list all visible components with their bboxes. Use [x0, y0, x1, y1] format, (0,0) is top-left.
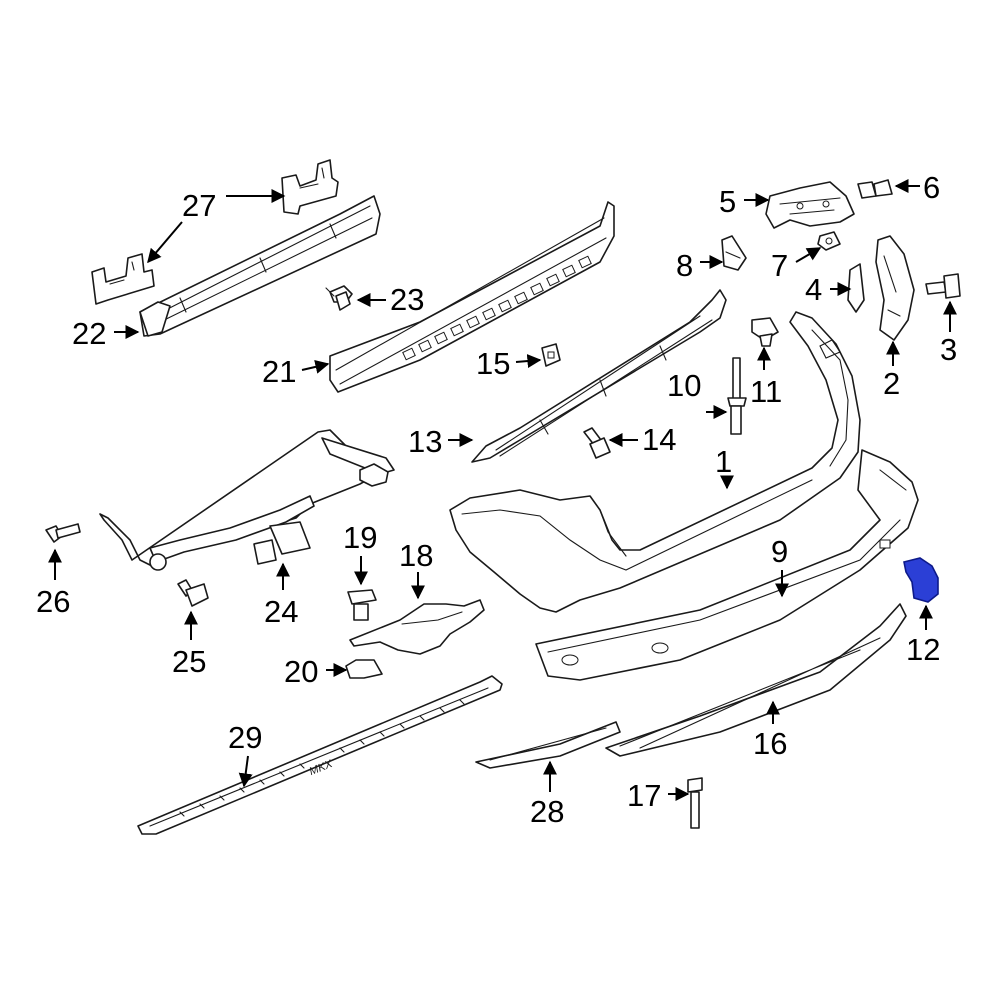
part-11-push-pin[interactable] [751, 317, 779, 347]
part-7-nut[interactable] [817, 231, 841, 251]
part-18-shield[interactable] [349, 599, 485, 655]
part-22-reinforcement-beam[interactable] [139, 195, 381, 337]
part-29-scuff-plate[interactable]: MKX [137, 675, 503, 835]
part-20-bracket[interactable] [345, 659, 383, 679]
leader-7 [795, 247, 822, 263]
callout-7[interactable]: 7 [771, 248, 788, 283]
part-5-bracket[interactable] [765, 181, 855, 229]
part-9-lower-valance[interactable] [535, 449, 919, 681]
callout-15[interactable]: 15 [476, 346, 510, 381]
callout-17[interactable]: 17 [627, 778, 661, 813]
part-19-bolt[interactable] [347, 589, 377, 621]
part-13-bumper-support[interactable] [471, 289, 727, 463]
callout-16[interactable]: 16 [753, 726, 787, 761]
callout-13[interactable]: 13 [408, 424, 442, 459]
part-23-bolt[interactable] [325, 285, 353, 311]
part-1-bumper-cover[interactable] [449, 311, 861, 613]
part-8-clip[interactable] [721, 235, 747, 271]
part-21-energy-absorber[interactable] [329, 201, 615, 393]
callout-18[interactable]: 18 [399, 538, 433, 573]
callout-27[interactable]: 27 [182, 188, 216, 223]
callout-22[interactable]: 22 [72, 316, 106, 351]
part-12-bracket[interactable] [903, 557, 939, 603]
callout-4[interactable]: 4 [805, 272, 822, 307]
callout-2[interactable]: 2 [883, 366, 900, 401]
part-16-diffuser-trim[interactable] [605, 603, 907, 757]
leader-29 [238, 755, 253, 788]
callout-28[interactable]: 28 [530, 794, 564, 829]
part-25-bolt[interactable] [177, 579, 209, 607]
part-28-trim-strip[interactable] [475, 721, 621, 769]
callout-12[interactable]: 12 [906, 632, 940, 667]
leader-15 [515, 354, 542, 369]
part-26-bolt[interactable] [45, 523, 81, 543]
callout-1[interactable]: 1 [715, 444, 732, 479]
part-24-tow-hitch[interactable] [99, 429, 395, 571]
part-2-side-bracket[interactable] [875, 235, 915, 341]
callout-25[interactable]: 25 [172, 644, 206, 679]
part-6-bolt[interactable] [857, 179, 893, 199]
part-17-rivet[interactable] [687, 777, 703, 829]
callout-8[interactable]: 8 [676, 248, 693, 283]
callout-10[interactable]: 10 [667, 368, 701, 403]
callout-11[interactable]: 11 [750, 374, 782, 409]
part-3-bolt[interactable] [925, 273, 961, 299]
part-14-bolt[interactable] [583, 427, 611, 459]
callout-9[interactable]: 9 [771, 534, 788, 569]
callout-24[interactable]: 24 [264, 594, 298, 629]
callout-19[interactable]: 19 [343, 520, 377, 555]
callout-20[interactable]: 20 [284, 654, 318, 689]
callout-5[interactable]: 5 [719, 184, 736, 219]
callout-3[interactable]: 3 [940, 332, 957, 367]
callout-14[interactable]: 14 [642, 422, 676, 457]
leader-lines [48, 179, 957, 801]
callout-6[interactable]: 6 [923, 170, 940, 205]
part-4-bracket[interactable] [847, 263, 865, 313]
callout-labels: 1 2 3 4 5 6 7 8 9 10 11 12 13 14 15 16 1… [36, 170, 957, 829]
part-15-clip[interactable] [541, 343, 561, 367]
callout-29[interactable]: 29 [228, 720, 262, 755]
part-27-bracket[interactable] [91, 159, 339, 305]
callout-26[interactable]: 26 [36, 584, 70, 619]
leader-21 [301, 360, 330, 374]
callout-23[interactable]: 23 [390, 282, 424, 317]
part-10-rivet[interactable] [727, 357, 747, 435]
leader-27b [147, 221, 183, 264]
callout-21[interactable]: 21 [262, 354, 296, 389]
